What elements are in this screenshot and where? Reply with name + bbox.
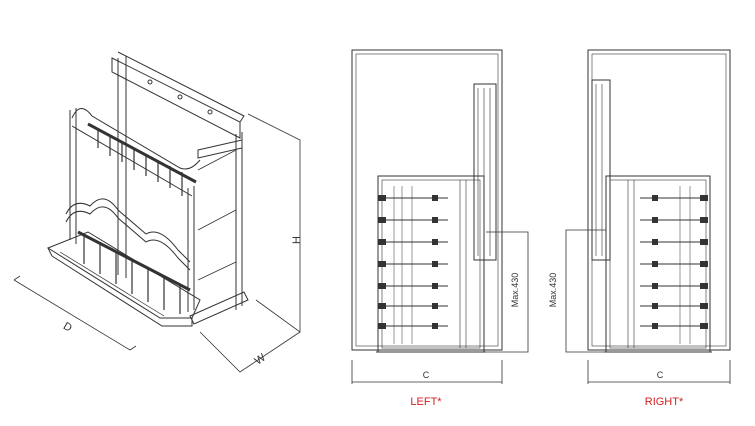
depth-label: D: [61, 320, 74, 334]
iso-dimension-lines: [13, 113, 301, 373]
right-view-caption: RIGHT*: [645, 396, 684, 408]
right-view: [565, 49, 731, 384]
left-view-caption: LEFT*: [410, 396, 442, 408]
isometric-rack: [46, 51, 249, 327]
left-view: [351, 49, 529, 384]
width-label: W: [253, 351, 269, 367]
max-left-label: Max.430: [510, 273, 520, 308]
c-right-label: C: [657, 370, 664, 380]
max-right-label: Max.430: [548, 273, 558, 308]
height-label: H: [291, 236, 303, 244]
c-left-label: C: [423, 370, 430, 380]
